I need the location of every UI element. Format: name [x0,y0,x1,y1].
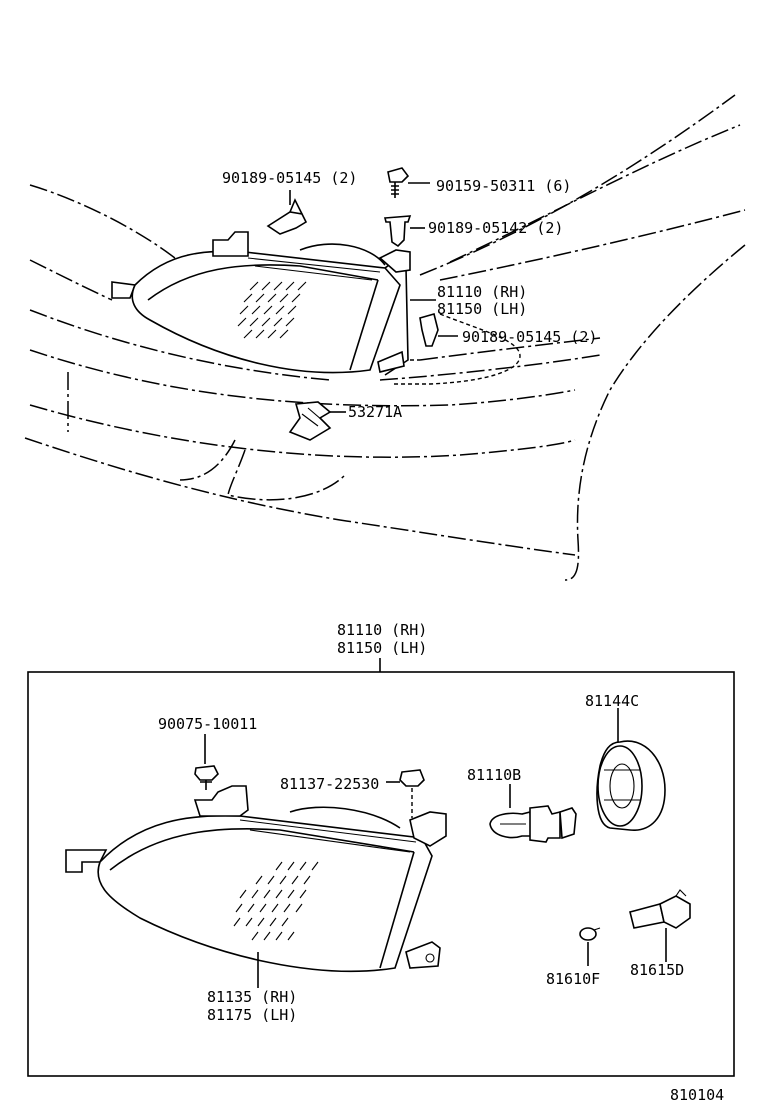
label-90159-50311: 90159-50311 (6) [436,177,571,195]
label-90189-05145-lower: 90189-05145 (2) [462,328,597,346]
bulb-81610f-icon [579,927,601,966]
label-81144c: 81144C [585,692,639,710]
clip-90189-05145-upper-icon [266,190,308,235]
label-90075-10011: 90075-10011 [158,715,257,733]
label-81150-lh-upper: 81150 (LH) [437,300,527,318]
label-81137-22530: 81137-22530 [280,775,379,793]
label-81150-lh-lower: 81150 (LH) [337,639,427,657]
assembly-frame [27,671,735,1077]
screw-90159-50311-icon [387,167,430,198]
socket-81615d-icon [629,889,691,962]
clip-90189-05142-icon [383,215,425,248]
label-81135-rh: 81135 (RH) [207,988,297,1006]
clip-90189-05145-lower-icon [419,313,458,347]
label-90189-05145-upper: 90189-05145 (2) [222,169,357,187]
label-81110b: 81110B [467,766,521,784]
figure-code: 810104 [670,1086,724,1104]
upper-headlamp-assembly [111,231,411,376]
clip-90075-10011-icon [194,734,219,790]
label-81110-rh-lower: 81110 (RH) [337,621,427,639]
label-81175-lh: 81175 (LH) [207,1006,297,1024]
cover-81144c-icon [596,708,666,831]
vehicle-body-outline [24,94,746,581]
adjuster-81137-22530-icon [386,769,425,818]
bulb-81110b-icon [489,784,577,843]
bracket-53271a-icon [288,401,346,441]
lower-headlamp-assembly [65,785,447,973]
label-81615d: 81615D [630,961,684,979]
label-81110-rh-upper: 81110 (RH) [437,283,527,301]
label-53271a: 53271A [348,403,402,421]
label-81610f: 81610F [546,970,600,988]
upper-leader-lines [392,299,521,385]
label-90189-05142: 90189-05142 (2) [428,219,563,237]
